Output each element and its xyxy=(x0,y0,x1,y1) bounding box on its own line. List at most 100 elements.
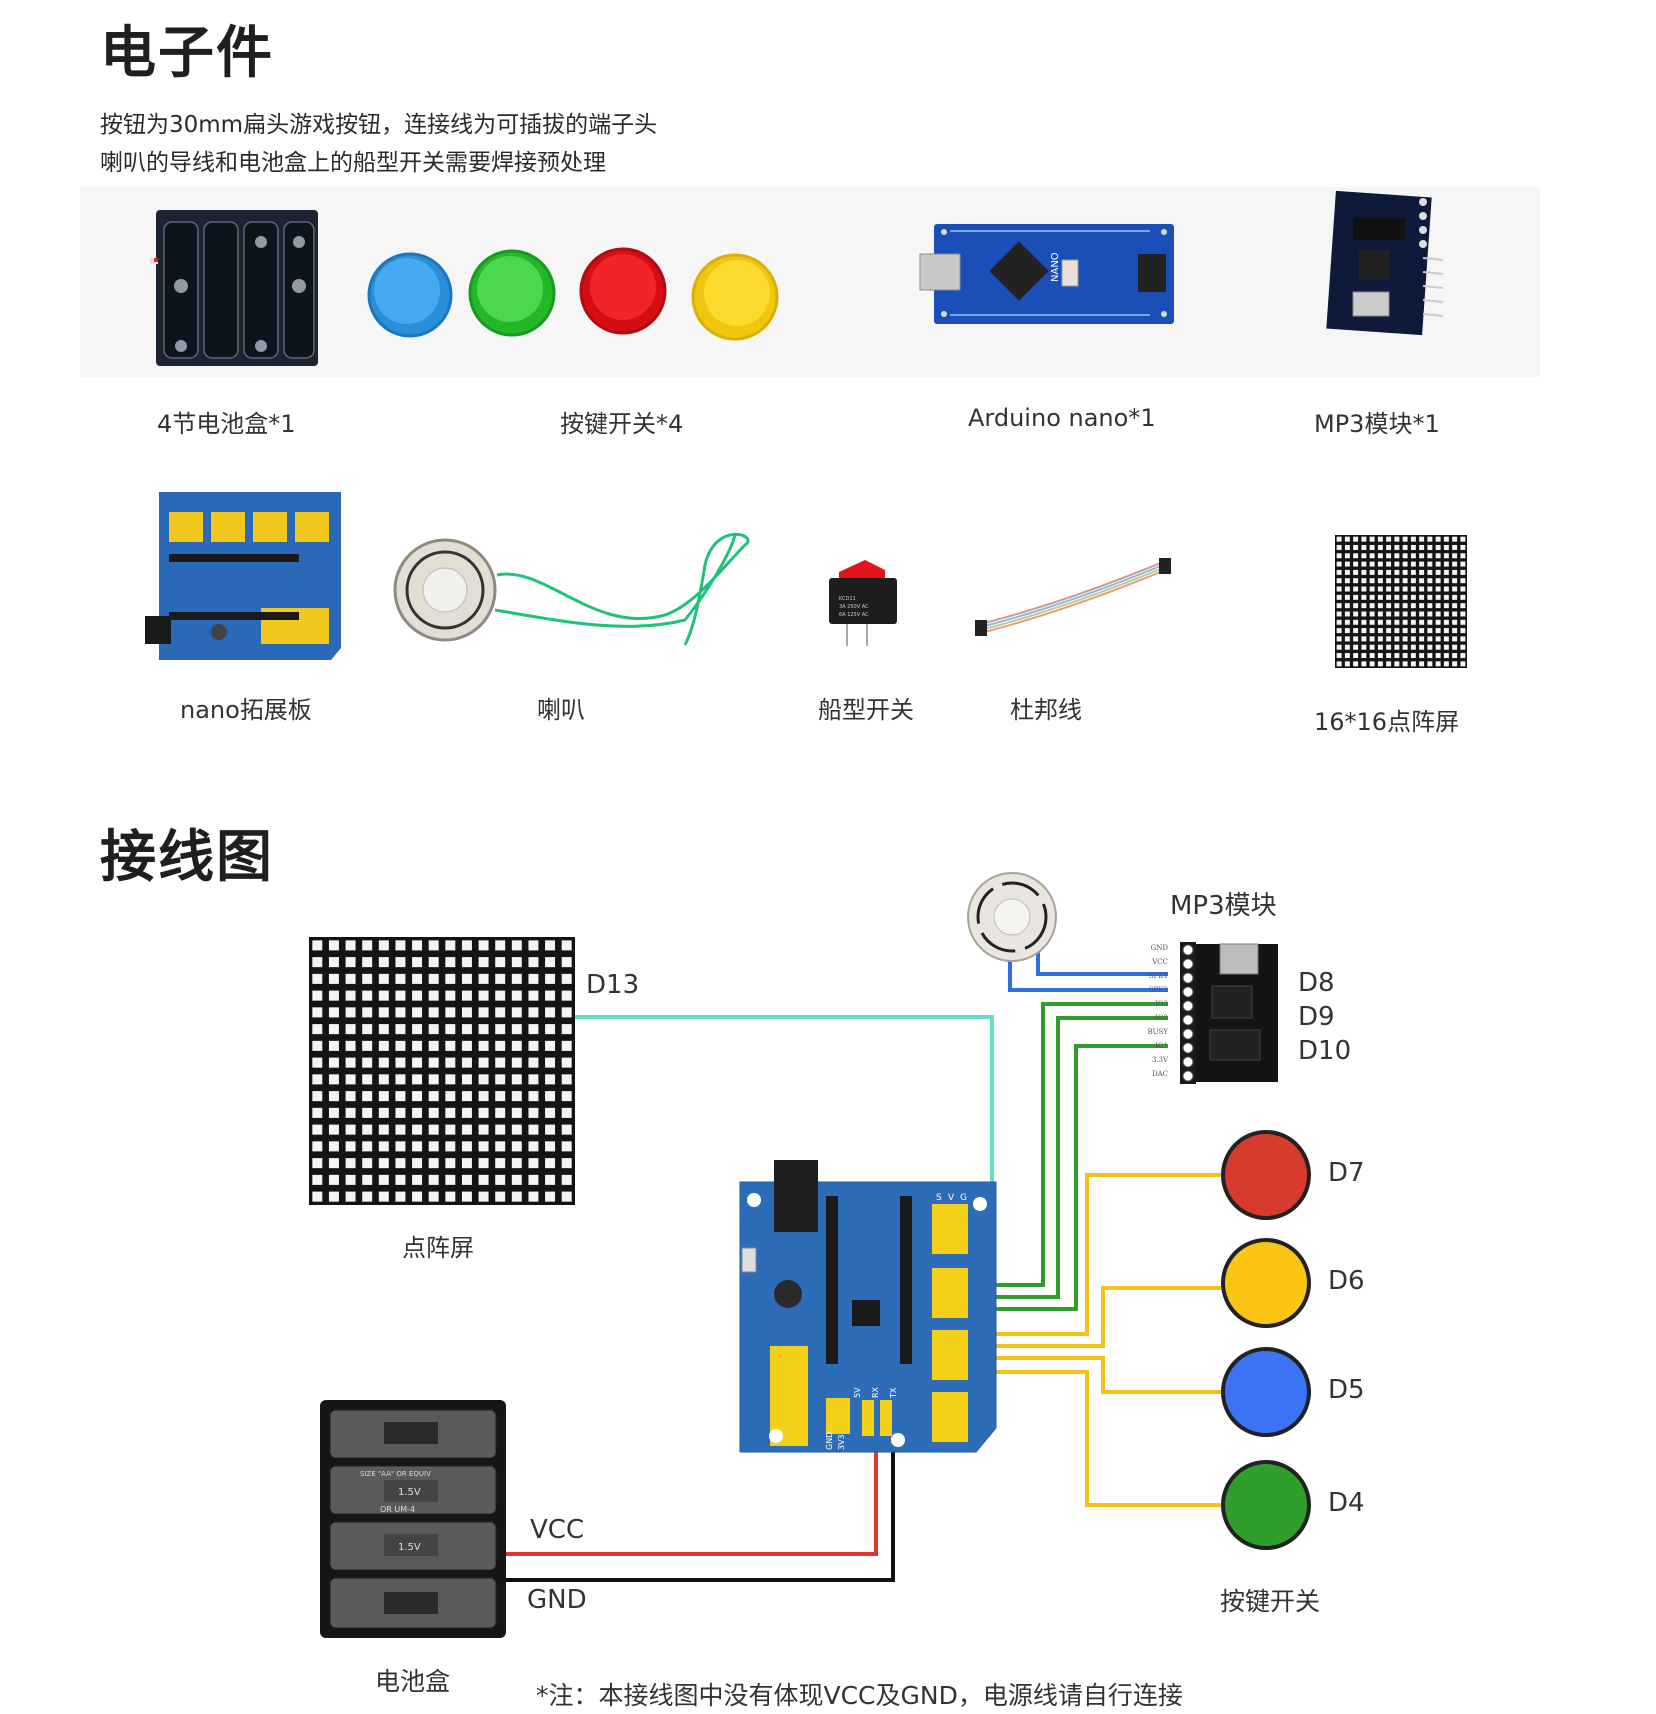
led-pixel xyxy=(1410,636,1416,642)
component-label-dupont-wire: 杜邦线 xyxy=(1010,696,1082,724)
led-pixel xyxy=(378,1024,389,1035)
led-pixel xyxy=(528,1124,539,1135)
led-pixel xyxy=(345,1191,356,1202)
button-pin-d4: D4 xyxy=(1328,1488,1365,1518)
led-pixel xyxy=(1369,594,1375,600)
led-pixel xyxy=(1336,603,1342,609)
led-pixel xyxy=(362,1007,373,1018)
led-pixel xyxy=(445,1107,456,1118)
led-pixel xyxy=(428,1174,439,1185)
switch-text-3: 6A 125V AC xyxy=(839,612,869,618)
led-pixel xyxy=(1353,536,1359,542)
led-pixel xyxy=(511,1040,522,1051)
led-pixel xyxy=(1460,653,1466,659)
led-pixel xyxy=(428,1124,439,1135)
led-pixel xyxy=(345,1057,356,1068)
led-pixel xyxy=(362,1174,373,1185)
led-pixel xyxy=(312,1007,323,1018)
led-pixel xyxy=(1419,611,1425,617)
led-pixel xyxy=(1419,569,1425,575)
led-pixel xyxy=(412,957,423,968)
led-pixel xyxy=(1435,578,1441,584)
led-pixel xyxy=(428,1191,439,1202)
component-label-nano-shield: nano拓展板 xyxy=(180,696,312,724)
led-pixel xyxy=(395,1141,406,1152)
led-pixel xyxy=(1344,536,1350,542)
led-pixel xyxy=(312,1158,323,1169)
led-pixel xyxy=(1460,561,1466,567)
led-pixel xyxy=(428,1040,439,1051)
led-pixel xyxy=(1435,553,1441,559)
led-pixel xyxy=(395,957,406,968)
led-pixel xyxy=(545,940,556,951)
led-pixel xyxy=(1394,619,1400,625)
led-pixel xyxy=(1344,544,1350,550)
led-pixel xyxy=(545,1174,556,1185)
led-pixel xyxy=(395,1174,406,1185)
led-pixel xyxy=(1394,611,1400,617)
led-pixel xyxy=(1460,553,1466,559)
led-pixel xyxy=(1435,603,1441,609)
mp3-pin-io1: IO1 xyxy=(1155,1042,1168,1050)
mp3-module-diagram xyxy=(1180,942,1280,1084)
led-pixel xyxy=(1377,553,1383,559)
led-pixel xyxy=(461,1158,472,1169)
led-pixel xyxy=(478,1124,489,1135)
led-pixel xyxy=(1394,594,1400,600)
led-pixel xyxy=(495,1174,506,1185)
intro-line-2: 喇叭的导线和电池盒上的船型开关需要焊接预处理 xyxy=(100,150,606,176)
shield-bottom-3v3: 3V3 xyxy=(837,1434,846,1450)
led-pixel xyxy=(445,957,456,968)
led-pixel xyxy=(478,1024,489,1035)
led-pixel xyxy=(362,1191,373,1202)
led-pixel xyxy=(345,1040,356,1051)
led-pixel xyxy=(1443,603,1449,609)
led-pixel xyxy=(478,990,489,1001)
led-pixel xyxy=(312,1091,323,1102)
led-pixel xyxy=(1443,553,1449,559)
led-pixel xyxy=(495,1191,506,1202)
led-pixel xyxy=(412,1024,423,1035)
switch-text-2: 3A 250V AC xyxy=(839,604,869,610)
led-pixel xyxy=(1427,578,1433,584)
led-pixel xyxy=(1435,644,1441,650)
led-pixel xyxy=(511,1158,522,1169)
led-pixel xyxy=(561,1091,572,1102)
led-pixel xyxy=(545,957,556,968)
led-pixel xyxy=(412,1007,423,1018)
led-pixel xyxy=(1402,603,1408,609)
led-pixel xyxy=(478,973,489,984)
led-pixel xyxy=(378,1158,389,1169)
led-pixel xyxy=(1419,544,1425,550)
mp3-module-icon xyxy=(1325,188,1445,338)
led-pixel xyxy=(1369,544,1375,550)
led-pixel xyxy=(1427,611,1433,617)
led-pixel xyxy=(545,1141,556,1152)
led-pixel xyxy=(328,1091,339,1102)
led-pixel xyxy=(1361,611,1367,617)
led-pixel xyxy=(561,990,572,1001)
led-pixel xyxy=(495,1040,506,1051)
led-pixel xyxy=(1386,619,1392,625)
led-pixel xyxy=(1410,661,1416,667)
led-pixel xyxy=(1361,644,1367,650)
led-pixel xyxy=(1419,578,1425,584)
led-pixel xyxy=(528,940,539,951)
led-pixel xyxy=(1410,544,1416,550)
led-pixel xyxy=(1460,611,1466,617)
led-pixel xyxy=(1443,653,1449,659)
led-pixel xyxy=(478,1191,489,1202)
led-pixel xyxy=(1410,561,1416,567)
led-pixel xyxy=(1419,536,1425,542)
led-pixel xyxy=(1361,578,1367,584)
led-pixel xyxy=(1353,661,1359,667)
led-pixel xyxy=(1452,544,1458,550)
led-pixel xyxy=(1336,653,1342,659)
led-pixel xyxy=(412,973,423,984)
led-pixel xyxy=(312,1107,323,1118)
led-pixel xyxy=(1361,619,1367,625)
led-pixel xyxy=(1344,628,1350,634)
led-pixel xyxy=(1443,544,1449,550)
led-pixel xyxy=(1452,594,1458,600)
led-pixel xyxy=(528,1057,539,1068)
